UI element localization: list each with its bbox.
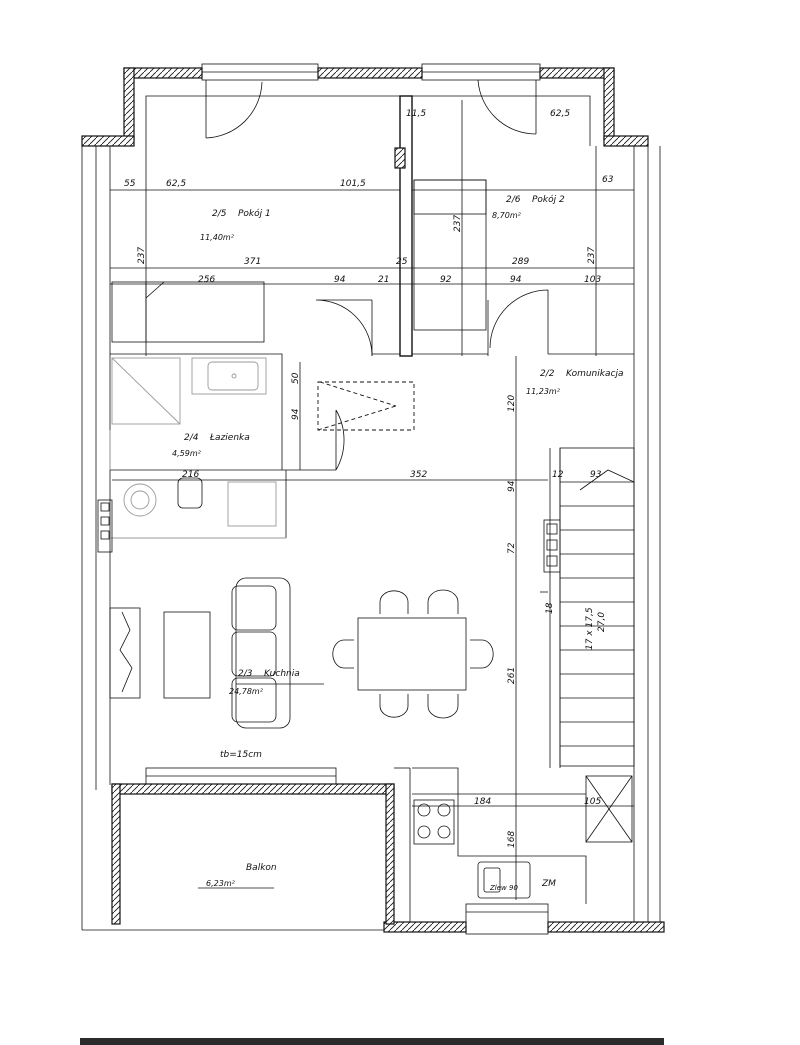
room-area-komunikacja: 11,23m² [526, 387, 561, 396]
dim-11-5: 11,5 [406, 109, 426, 119]
bathroom-fixtures [97, 357, 277, 553]
room-name-pokoj1: Pokój 1 [238, 208, 271, 219]
dim-261: 261 [507, 667, 517, 684]
room-name-pokoj2: Pokój 2 [532, 194, 565, 205]
dim-17x17-5: 17 x 17,5 [585, 607, 595, 650]
room-name-balkon: Balkon [246, 863, 277, 873]
bed-room1 [111, 281, 265, 343]
dim-62-5-left: 62,5 [166, 179, 186, 189]
dim-289: 289 [512, 257, 529, 267]
room-name-kuchnia: Kuchnia [264, 669, 300, 679]
dim-237-left: 237 [137, 247, 147, 264]
room-number-pokoj1: 2/5 [212, 209, 227, 219]
dim-371: 371 [244, 257, 261, 267]
room-name-komunikacja: Komunikacja [566, 369, 623, 379]
stair-hatch [317, 381, 415, 431]
room-number-pokoj2: 2/6 [506, 195, 521, 205]
dim-62-5-right: 62,5 [550, 109, 570, 119]
room-area-balkon: 6,23m² [206, 879, 236, 888]
dim-352: 352 [410, 470, 427, 480]
dimension-lines [110, 100, 634, 900]
room-area-lazienka: 4,59m² [172, 449, 202, 458]
wall-thickness-note: tb=15cm [220, 750, 262, 760]
footer-bar [80, 1038, 664, 1045]
staircase [543, 447, 635, 767]
room-number-lazienka: 2/4 [184, 433, 199, 443]
room-labels: 2/5 Pokój 1 11,40m² 2/6 Pokój 2 8,70m² 2… [172, 194, 623, 888]
dim-101-5: 101,5 [340, 179, 366, 189]
dim-21: 21 [378, 275, 389, 285]
room-name-lazienka: Łazienka [209, 433, 250, 443]
dim-63: 63 [602, 175, 614, 185]
dim-25: 25 [396, 257, 408, 267]
room-area-pokoj1: 11,40m² [200, 233, 235, 242]
dim-168: 168 [507, 831, 517, 848]
room-number-kuchnia: 2/3 [238, 669, 253, 679]
zm-label: ZM [541, 879, 556, 889]
dim-72: 72 [507, 542, 517, 554]
dim-256: 256 [198, 275, 215, 285]
dim-27-0: 27,0 [597, 612, 607, 632]
dim-94-c: 94 [291, 408, 301, 420]
dim-184: 184 [474, 797, 491, 807]
dimension-labels: 55 62,5 101,5 62,5 63 11,5 371 25 289 25… [124, 109, 614, 892]
dim-94-d: 94 [507, 480, 517, 492]
dim-92: 92 [440, 275, 452, 285]
room-area-pokoj2: 8,70m² [492, 211, 522, 220]
dim-237-mid: 237 [453, 215, 463, 232]
interior-walls [110, 95, 634, 922]
dim-50: 50 [291, 372, 301, 384]
bed-room2 [413, 179, 487, 331]
dim-237-right: 237 [587, 247, 597, 264]
dim-93: 93 [590, 470, 602, 480]
dim-18: 18 [545, 602, 555, 614]
dim-55: 55 [124, 179, 136, 189]
doors [205, 79, 549, 471]
sink-label: Zlew 90 [489, 884, 518, 892]
dim-105: 105 [584, 797, 601, 807]
dim-103: 103 [584, 275, 601, 285]
living-furniture [109, 577, 494, 729]
dim-94-a: 94 [334, 275, 346, 285]
dim-94-b: 94 [510, 275, 522, 285]
room-area-kuchnia: 24,78m² [229, 687, 264, 696]
dim-216: 216 [182, 470, 199, 480]
outer-walls [81, 63, 665, 935]
dim-120: 120 [507, 395, 517, 412]
dim-12: 12 [552, 470, 564, 480]
kitchen [412, 767, 633, 904]
room-number-komunikacja: 2/2 [540, 369, 555, 379]
